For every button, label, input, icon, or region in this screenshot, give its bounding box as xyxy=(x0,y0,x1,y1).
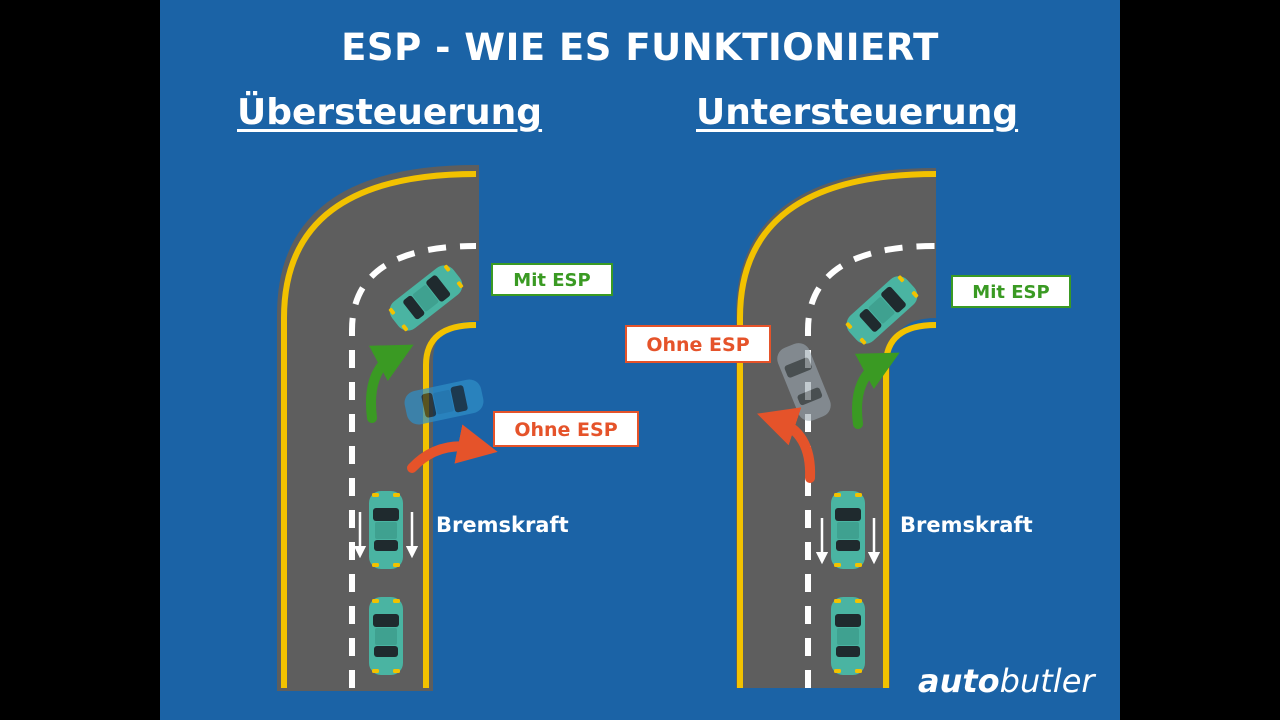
car-approach-right xyxy=(831,597,865,675)
car-braking-right xyxy=(831,491,865,569)
svg-text:Mit ESP: Mit ESP xyxy=(972,282,1049,303)
diagram-panel: ESP - WIE ES FUNKTIONIERT Übersteuerung … xyxy=(160,0,1120,720)
edge-line-inner-left xyxy=(423,322,477,688)
label-with-esp-right: Mit ESP xyxy=(951,275,1071,308)
edge-line-outer-right xyxy=(737,171,937,688)
arrow-with-esp-right xyxy=(852,352,900,429)
car-without-esp-left xyxy=(404,379,484,425)
arrow-with-esp-left xyxy=(366,344,414,423)
brand-logo: autobutler xyxy=(918,662,1095,700)
label-without-esp-right: Ohne ESP xyxy=(625,325,771,363)
letterbox-left xyxy=(0,0,160,720)
svg-text:Ohne ESP: Ohne ESP xyxy=(514,419,617,441)
label-brake-force-right: Bremskraft xyxy=(900,513,1033,537)
car-braking-left xyxy=(369,491,403,569)
car-approach-left xyxy=(369,597,403,675)
label-with-esp-left: Mit ESP xyxy=(491,263,613,296)
edge-line-outer-left xyxy=(281,171,477,688)
esp-diagram: Mit ESP Ohne ESP Bremskraft Mit ESP Ohne… xyxy=(277,164,1071,691)
svg-text:Ohne ESP: Ohne ESP xyxy=(646,334,749,356)
center-line-right xyxy=(805,243,937,688)
center-line-left xyxy=(349,243,477,688)
brake-arrows-right xyxy=(815,518,881,565)
label-without-esp-left: Ohne ESP xyxy=(493,411,639,447)
brake-arrows-left xyxy=(353,512,419,559)
letterbox-right xyxy=(1120,0,1280,720)
label-brake-force-left: Bremskraft xyxy=(436,513,569,537)
arrow-without-esp-right xyxy=(757,407,816,483)
car-without-esp-right xyxy=(777,343,831,421)
arrow-without-esp-left xyxy=(407,424,498,473)
heading-understeer: Untersteuerung xyxy=(696,92,1019,133)
svg-text:Mit ESP: Mit ESP xyxy=(513,270,590,291)
edge-line-inner-right xyxy=(883,322,937,688)
page-title: ESP - WIE ES FUNKTIONIERT xyxy=(341,26,939,69)
heading-oversteer: Übersteuerung xyxy=(237,92,543,133)
